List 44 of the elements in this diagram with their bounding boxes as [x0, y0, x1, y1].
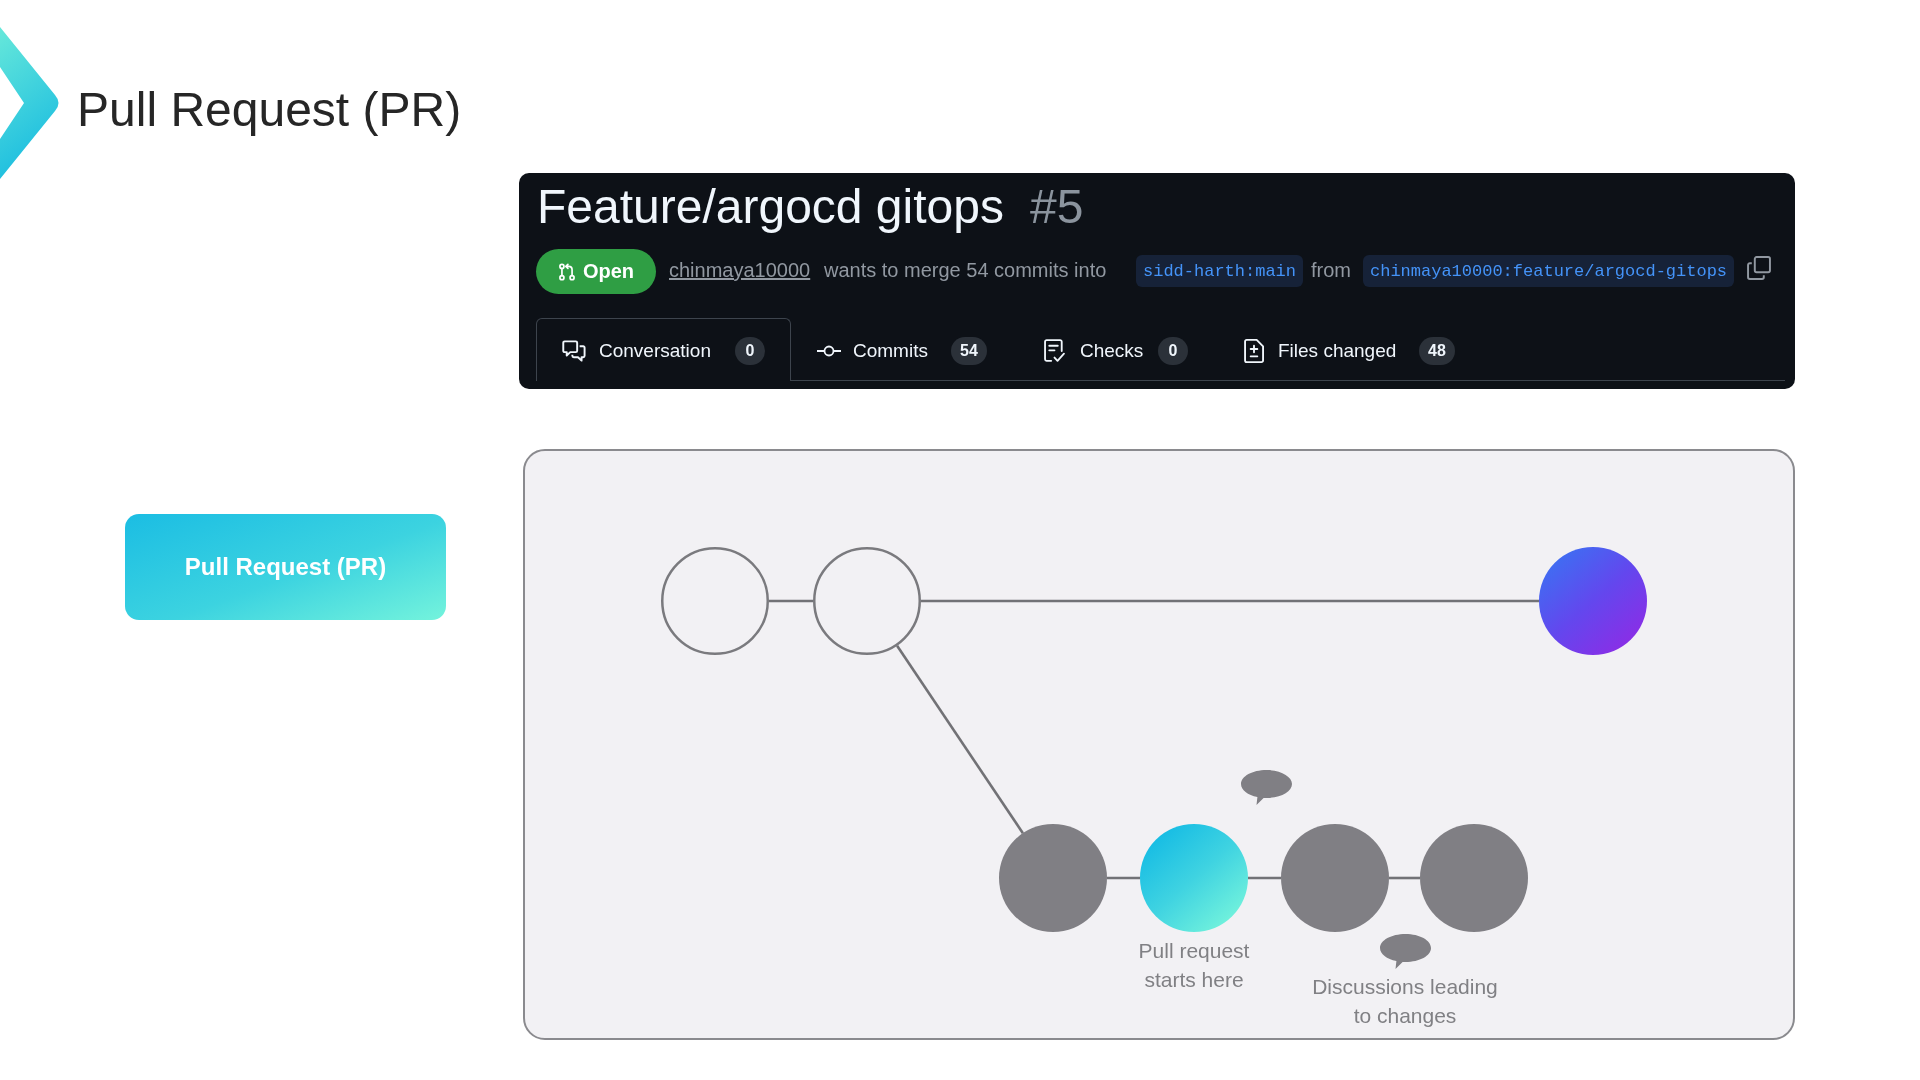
- tab-label: Conversation: [599, 341, 711, 361]
- branch-line: [1248, 876, 1281, 880]
- counter-pill: [1158, 337, 1188, 365]
- selected-tab: [536, 318, 791, 381]
- branch-line: [896, 645, 1024, 834]
- commit-circle: [1281, 824, 1389, 932]
- branch-line: [1107, 876, 1140, 880]
- branch-name: chinmaya10000:feature/argocd-gitops: [1370, 261, 1728, 281]
- annotation-text: Discussions leading to changes: [1311, 974, 1499, 1029]
- pr-number: #5: [1030, 183, 1084, 231]
- commit-circle: [661, 547, 769, 655]
- count-number: 48: [1428, 342, 1446, 360]
- from-text: from: [1311, 260, 1351, 280]
- topic-label: Pull Request (PR): [184, 553, 387, 581]
- count-number: 54: [960, 342, 978, 360]
- pr-header-panel: [519, 173, 1795, 389]
- branch-line: [769, 599, 813, 603]
- commit-circle: [1539, 547, 1647, 655]
- commit-circle: [813, 547, 921, 655]
- commit-circle: [1140, 824, 1248, 932]
- topic-box: [125, 514, 446, 620]
- tab-label: Files changed: [1278, 341, 1397, 361]
- annotation-text: Pull request starts here: [1137, 938, 1251, 993]
- diagram-panel: [523, 449, 1795, 1040]
- status-badge: [536, 249, 656, 294]
- branch-line: [921, 599, 1539, 603]
- counter-pill: [735, 337, 765, 365]
- slide-title: Pull Request (PR): [77, 86, 462, 134]
- tab-label: Commits: [853, 341, 928, 361]
- count-number: 0: [745, 342, 755, 360]
- tab-label: Checks: [1080, 341, 1144, 361]
- counter-pill: [1419, 337, 1455, 365]
- pr-title: Feature/argocd gitops: [537, 183, 1004, 231]
- commit-circle: [999, 824, 1107, 932]
- commit-circle: [1420, 824, 1528, 932]
- branch-line: [1389, 876, 1420, 880]
- branch-tag: [1363, 255, 1735, 287]
- merge-description: wants to merge 54 commits into: [824, 260, 1107, 280]
- counter-pill: [951, 337, 987, 365]
- branch-name: sidd-harth:main: [1143, 261, 1297, 281]
- count-number: 0: [1168, 342, 1178, 360]
- status-label: Open: [582, 260, 635, 283]
- username-link: chinmaya10000: [669, 260, 811, 280]
- branch-tag: [1136, 255, 1304, 287]
